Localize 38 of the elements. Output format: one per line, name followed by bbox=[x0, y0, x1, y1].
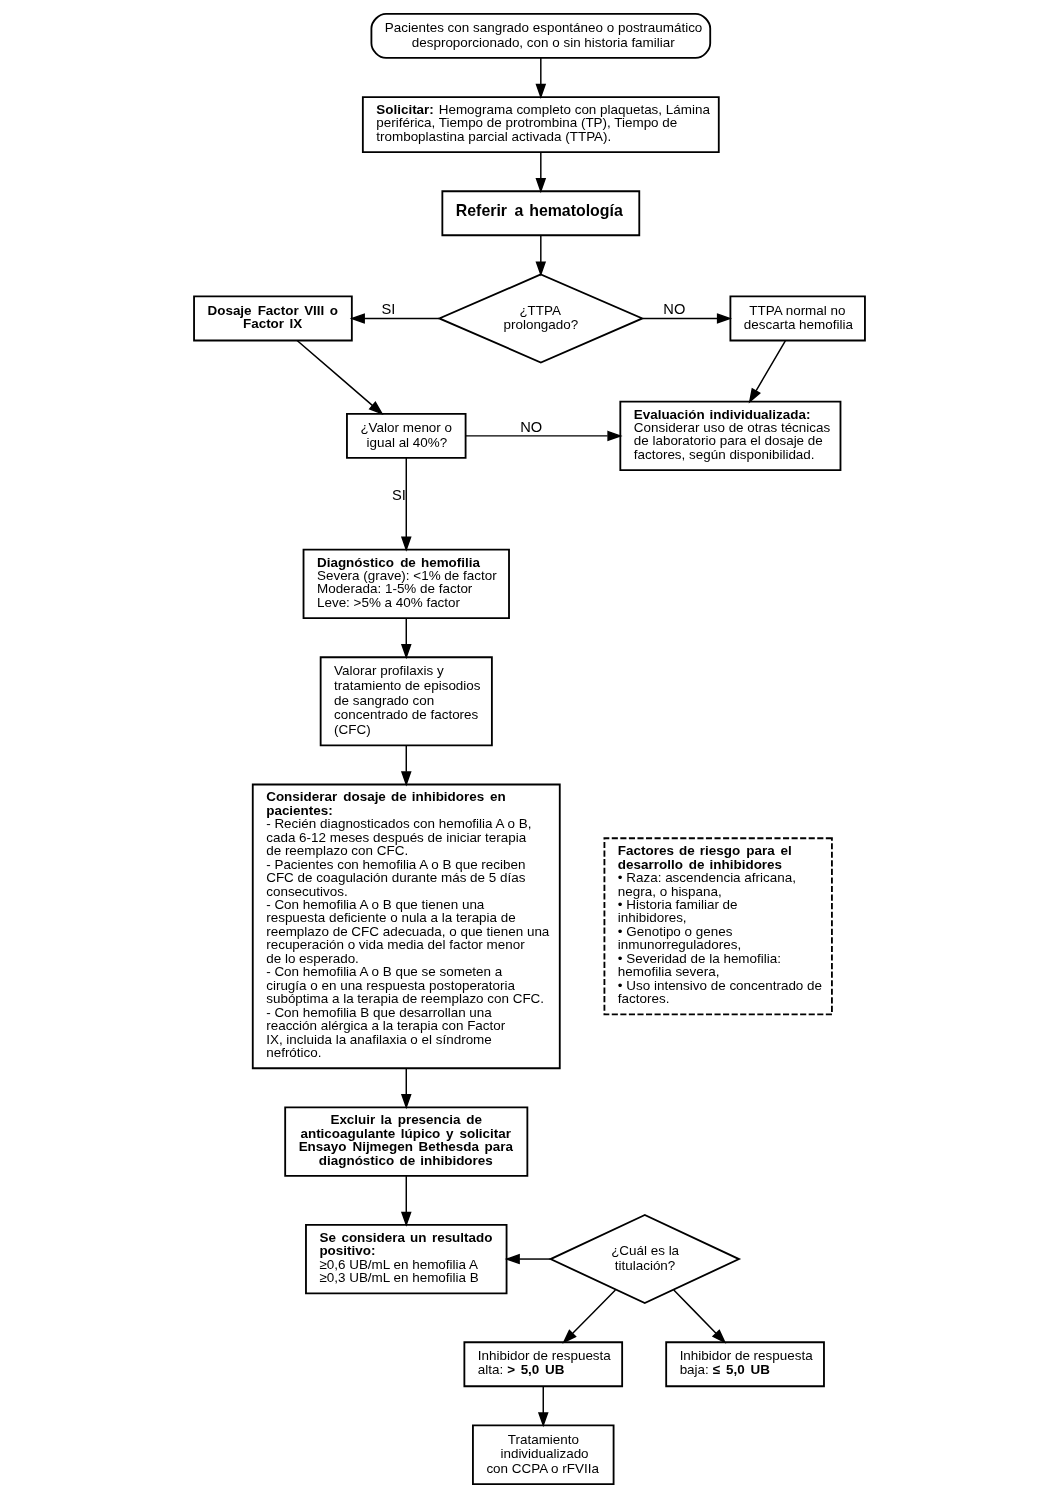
arrow bbox=[400, 1067, 412, 1109]
arrow bbox=[535, 56, 546, 99]
node-box: Evaluación individualizada: Considerar uso de otras técnicas de laboratorio para el dosaje de factores, según disponibilidad. bbox=[618, 400, 841, 471]
arrow bbox=[537, 1385, 549, 1427]
edge-label: NO bbox=[519, 418, 542, 435]
node-box: Tratamiento individualizado con CCPA o rFVIIa bbox=[471, 1424, 614, 1485]
node-box: Dosaje Factor VIII o Factor IX bbox=[192, 295, 353, 341]
node-box: Se considera un resultado positivo: ≥0,6 UB/mL en hemofilia A ≥0,3 UB/mL en hemofilia B bbox=[304, 1223, 507, 1294]
arrow bbox=[400, 1174, 412, 1227]
arrow bbox=[400, 617, 412, 659]
arrow bbox=[400, 456, 412, 552]
arrow bbox=[535, 150, 546, 193]
node-box: Diagnóstico de hemofilia Severa (grave): <1% de factor Moderada: 1-5% de factor Leve: >5% a 40% factor bbox=[302, 548, 510, 619]
arrow bbox=[504, 1253, 551, 1264]
edge-label: SI bbox=[391, 486, 406, 503]
arrow bbox=[400, 744, 412, 786]
arrow bbox=[641, 312, 732, 324]
node-box: TTPA normal no descarta hemofilia bbox=[729, 295, 866, 341]
arrow bbox=[535, 234, 546, 277]
node-box: Pacientes con sangrado espontáneo o postraumático desproporcionado, con o sin historia familiar bbox=[370, 12, 711, 59]
node-box: Inhibidor de respuesta alta: > 5,0 UB bbox=[462, 1340, 623, 1387]
arrow bbox=[672, 1288, 726, 1344]
edge-label: SI bbox=[380, 300, 395, 317]
node-box: Factores de riesgo para el desarrollo de inhibidores • Raza: ascendencia africana, negra, o hispana, • Historia familiar de inhibidores, • Genotipo o genes inmunorreguladores, • Severidad de la hemofilia: hemofilia severa, • Uso intensivo de concentrado de factores. bbox=[603, 836, 833, 1015]
node-diamond: ¿TTPA prolongado? bbox=[436, 272, 645, 363]
arrow bbox=[464, 430, 623, 441]
arrow bbox=[295, 339, 384, 415]
node-box: Considerar dosaje de inhibidores en pacientes: - Recién diagnosticados con hemofilia A o B, cada 6-12 meses después de iniciar terapia de reemplazo con CFC. - Pacientes con hemofilia A o B que reciben CFC de coagulación durante más de 5 días consecutivos. - Con hemofilia A o B que tienen una respuesta deficiente o nula a la terapia de reemplazo de CFC adecuada, o que tienen una recuperación o vida media del factor menor de lo esperado. - Con hemofilia A o B que se someten a cirugía o en una respuesta postoperatoria subóptima a la terapia de reemplazo con CFC. - Con hemofilia B que desarrollan una reacción alérgica a la terapia con Factor IX, incluida la anafilaxia o el síndrome nefrótico. bbox=[251, 783, 561, 1069]
node-box: Valorar profilaxis y tratamiento de episodios de sangrado con concentrado de factores (CFC) bbox=[319, 655, 493, 746]
arrow bbox=[561, 1288, 616, 1344]
edge-label: NO bbox=[662, 300, 685, 317]
node-box: Inhibidor de respuesta baja: ≤ 5,0 UB bbox=[664, 1340, 825, 1387]
node-box: Excluir la presencia de anticoagulante lúpico y solicitar Ensayo Nijmegen Bethesda para diagnóstico de inhibidores bbox=[283, 1105, 528, 1177]
arrow bbox=[748, 339, 786, 403]
arrow bbox=[349, 312, 440, 324]
node-box: Solicitar: Hemograma completo con plaquetas, Lámina periférica, Tiempo de protrombina (TP), Tiempo de tromboplastina parcial activada (TTPA). bbox=[361, 95, 720, 153]
node-box: ¿Valor menor o igual al 40%? bbox=[345, 412, 466, 459]
node-box: Referir a hematología bbox=[440, 189, 640, 236]
